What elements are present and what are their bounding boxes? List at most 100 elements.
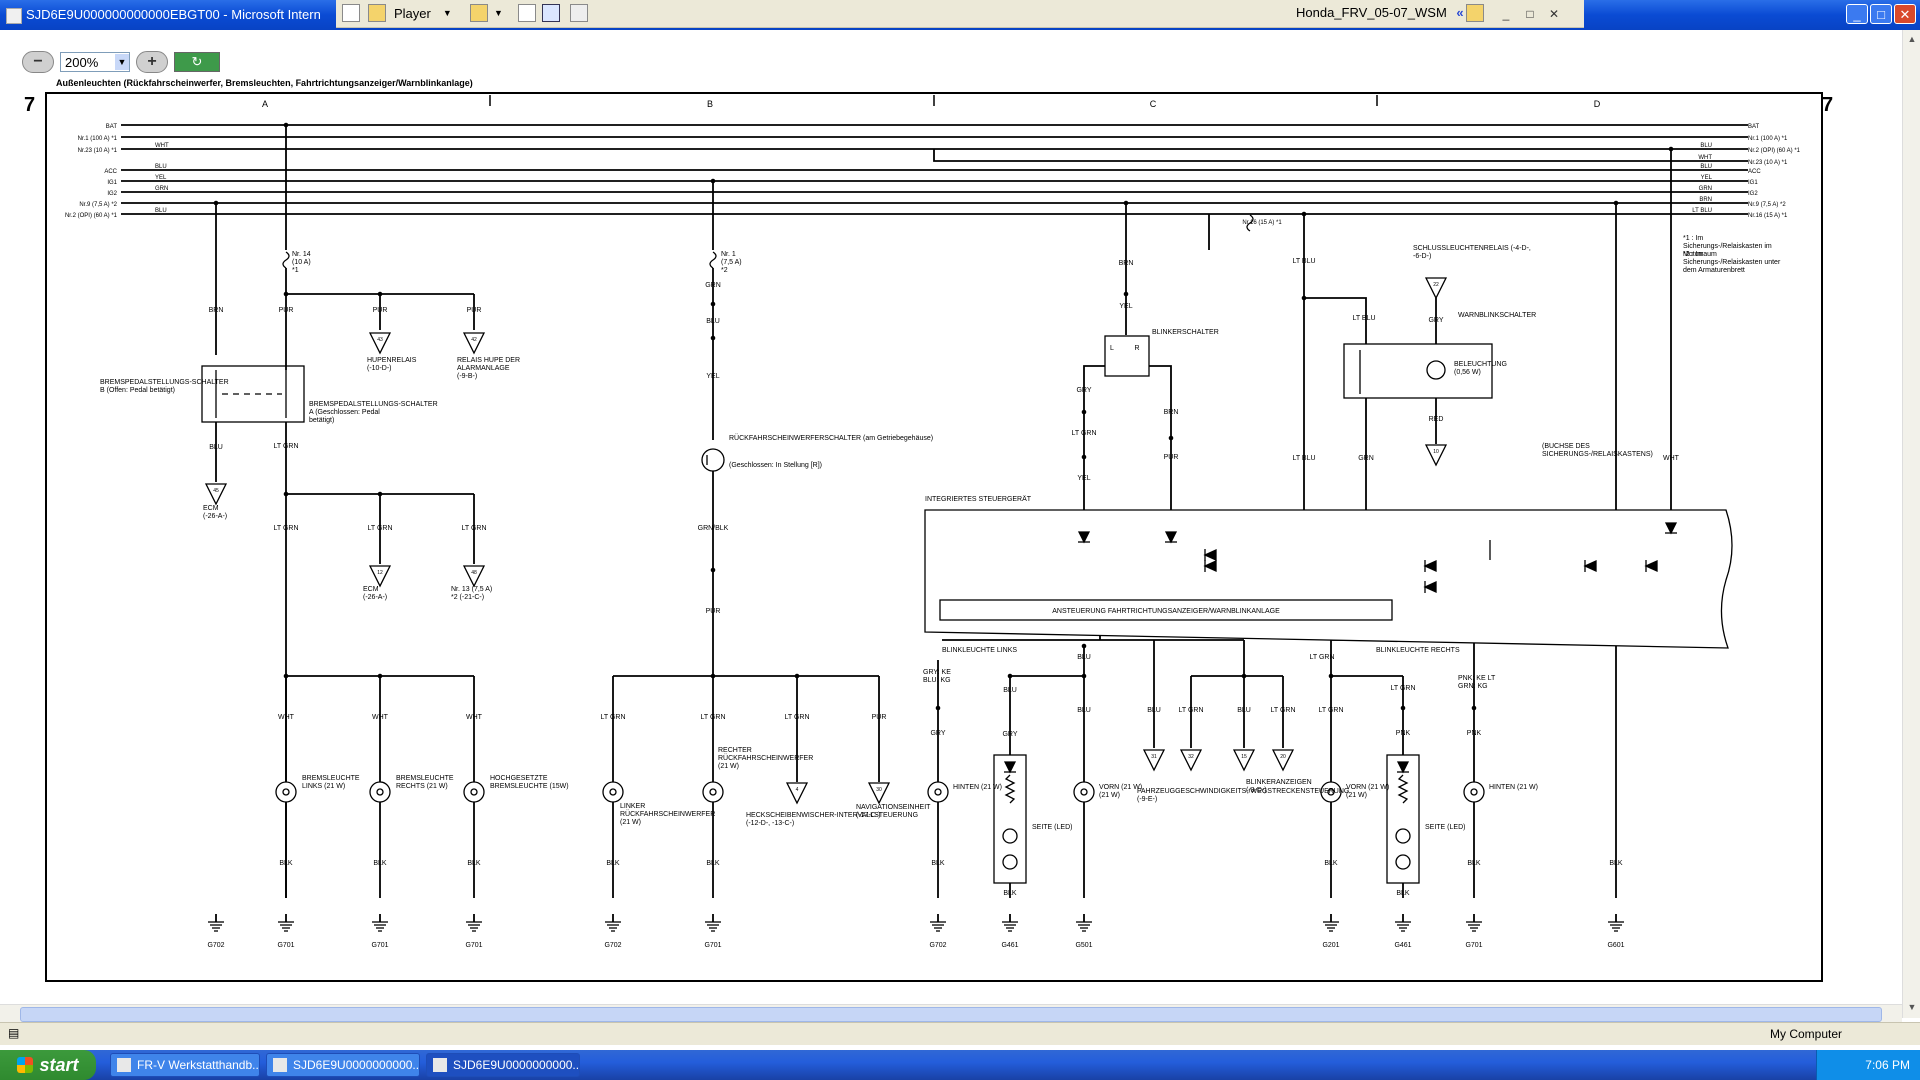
- folder-button[interactable]: [1466, 3, 1484, 23]
- fuse-symbol: [282, 251, 290, 269]
- junction-dot: [710, 567, 716, 573]
- tile-button[interactable]: [518, 3, 536, 23]
- zoom-out-button[interactable]: −: [22, 51, 54, 73]
- wire-color: GRY: [1428, 317, 1443, 324]
- bus-color-right: BLU: [1700, 143, 1712, 149]
- page-number-left: 7: [24, 94, 35, 116]
- label-line: BELEUCHTUNG: [1454, 361, 1507, 368]
- wire-color: GRY: [930, 730, 945, 737]
- connector-number: 32: [1188, 754, 1194, 760]
- vertical-scrollbar[interactable]: ▲ ▼: [1902, 30, 1920, 1018]
- bulb-filament: [376, 788, 384, 796]
- player-button[interactable]: Player ▼: [368, 3, 452, 23]
- status-bar: ▤ My Computer: [0, 1022, 1920, 1045]
- label-line: ECM: [203, 505, 219, 512]
- wire-color: GRY: [1076, 387, 1091, 394]
- label-line: (BUCHSE DES: [1542, 443, 1590, 450]
- zoom-select[interactable]: 200% ▼: [60, 52, 130, 72]
- label-line: Sicherungs-/Relaiskasten im: [1683, 243, 1772, 250]
- ground-label: G701: [371, 942, 388, 949]
- diode-symbol: [1203, 559, 1217, 573]
- turn-switch-label: BLINKERSCHALTER: [1152, 329, 1219, 336]
- refresh-button[interactable]: ↻: [174, 52, 220, 72]
- bus-label-left: Nr.23 (10 A) *1: [78, 148, 118, 154]
- minimize-button[interactable]: _: [1846, 4, 1868, 24]
- label-line: BREMSPEDALSTELLUNGS-SCHALTER: [100, 379, 229, 386]
- print-button[interactable]: [570, 3, 588, 23]
- zoom-in-button[interactable]: +: [136, 51, 168, 73]
- pin-button[interactable]: [342, 3, 360, 23]
- label-line: HOCHGESETZTE: [490, 775, 548, 782]
- wire-color: BLK: [1609, 860, 1623, 867]
- column-header: D: [1594, 99, 1601, 109]
- wire-color: BLK: [279, 860, 293, 867]
- ground-label: G461: [1394, 942, 1411, 949]
- diode-symbol: [1396, 761, 1410, 774]
- print-icon: [570, 4, 588, 22]
- task-button-2[interactable]: SJD6E9U0000000000...: [426, 1053, 580, 1077]
- label-line: ECM: [363, 586, 379, 593]
- connector-number: 43: [377, 337, 383, 343]
- maximize-button[interactable]: □: [1870, 4, 1892, 24]
- ground-label: G701: [465, 942, 482, 949]
- layout-button[interactable]: ▼: [470, 3, 503, 23]
- task-button-0[interactable]: FR-V Werkstatthandb...: [110, 1053, 260, 1077]
- bus-label-left: Nr.1 (100 A) *1: [78, 136, 118, 142]
- right-turn-label: BLINKLEUCHTE RECHTS: [1376, 647, 1460, 654]
- bus-label-right: BAT: [1748, 124, 1760, 130]
- horizontal-scroll-thumb[interactable]: [20, 1007, 1882, 1022]
- wire-color: BLU: [209, 444, 223, 451]
- hazard-control-box: [939, 599, 1393, 621]
- inner-minimize-button[interactable]: _: [1502, 7, 1510, 21]
- side-led-left-label: SEITE (LED): [1032, 824, 1072, 831]
- start-button[interactable]: start: [0, 1050, 96, 1080]
- inner-restore-button[interactable]: □: [1526, 7, 1534, 21]
- wire-color: YEL: [706, 373, 719, 380]
- connector-number: 22: [1433, 282, 1439, 288]
- close-button[interactable]: ✕: [1894, 4, 1916, 24]
- diagram-border: [45, 92, 1823, 982]
- wire-color: BLK: [373, 860, 387, 867]
- horizontal-scrollbar[interactable]: [0, 1004, 1902, 1023]
- page-number-right: 7: [1822, 94, 1833, 116]
- label-line: Nr. 14: [292, 251, 311, 258]
- bulb-filament: [1470, 788, 1478, 796]
- ground-label: G701: [704, 942, 721, 949]
- led-symbol: [1002, 828, 1018, 844]
- fit-button[interactable]: [542, 3, 560, 23]
- resistor-symbol: [1397, 774, 1409, 804]
- junction-dot: [1400, 705, 1406, 711]
- label-line: RÜCKFAHRSCHEINWERFER: [620, 810, 715, 818]
- fit-icon: [542, 4, 560, 22]
- clock: 7:06 PM: [1865, 1058, 1910, 1072]
- integrated-unit-label: INTEGRIERTES STEUERGERÄT: [925, 495, 1032, 503]
- diode-symbol: [1423, 559, 1437, 573]
- inner-close-button[interactable]: ✕: [1548, 7, 1560, 21]
- scroll-up-icon[interactable]: ▲: [1907, 34, 1917, 44]
- document-name: Honda_FRV_05-07_WSM «: [1296, 5, 1464, 20]
- junction-dot: [935, 705, 941, 711]
- wire-color: LT BLU: [1352, 315, 1375, 322]
- diode-symbol: [1583, 559, 1597, 573]
- collapse-icon[interactable]: «: [1456, 5, 1464, 20]
- switch-pos-l: L: [1110, 345, 1114, 352]
- diode-symbol: [1003, 761, 1017, 774]
- task-label-2: SJD6E9U0000000000...: [453, 1058, 580, 1072]
- task-button-1[interactable]: SJD6E9U0000000000...: [266, 1053, 420, 1077]
- label-line: (21 W): [718, 763, 739, 770]
- label-line: (0,56 W): [1454, 369, 1481, 376]
- wire-color: BLU: [1003, 687, 1017, 694]
- tile-icon: [518, 4, 536, 22]
- ie-icon: [433, 1058, 447, 1072]
- bus-label-left: ACC: [104, 169, 117, 175]
- wire-color: LT GRN: [1270, 707, 1295, 714]
- ecm-label-1: ECM(-26-A-): [203, 505, 227, 520]
- bulb-symbol: [463, 781, 485, 803]
- scroll-down-icon[interactable]: ▼: [1907, 1002, 1917, 1012]
- label-line: BREMSPEDALSTELLUNGS-SCHALTER: [309, 401, 438, 408]
- connector-number: 48: [471, 570, 477, 576]
- wire-color: LT GRN: [1071, 430, 1096, 437]
